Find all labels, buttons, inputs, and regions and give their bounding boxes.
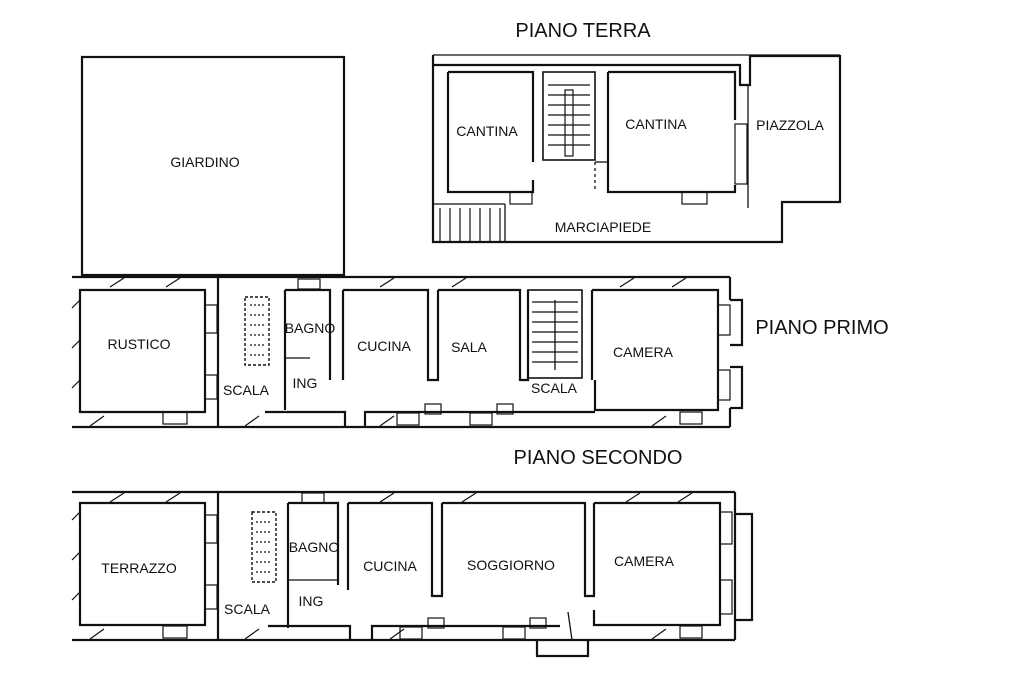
first-ing-label: ING: [293, 375, 318, 391]
ground-floor-plan: PIANO TERRA: [431, 20, 842, 244]
first-cucina-label: CUCINA: [357, 338, 411, 354]
ground-floor-title: PIANO TERRA: [515, 20, 651, 42]
first-scala-right-label: SCALA: [531, 380, 578, 396]
ground-cantina-right-label: CANTINA: [625, 116, 687, 132]
first-floor-title: PIANO PRIMO: [755, 317, 888, 339]
ground-floor-steps: [439, 208, 501, 242]
garden-area: GIARDINO: [80, 55, 346, 277]
first-rustico-label: RUSTICO: [108, 336, 171, 352]
second-camera-label: CAMERA: [614, 553, 675, 569]
ground-floor-stair-treads: [548, 84, 590, 146]
ground-marciapiede-label: MARCIAPIEDE: [555, 219, 651, 235]
second-soggiorno-label: SOGGIORNO: [467, 557, 555, 573]
ground-piazzola-label: PIAZZOLA: [756, 117, 824, 133]
second-scala-label: SCALA: [224, 601, 271, 617]
ground-cantina-left-label: CANTINA: [456, 123, 518, 139]
second-ing-label: ING: [299, 593, 324, 609]
second-cucina-label: CUCINA: [363, 558, 417, 574]
second-terrazzo-label: TERRAZZO: [101, 560, 177, 576]
second-floor-title: PIANO SECONDO: [514, 447, 683, 469]
first-scala-left-label: SCALA: [223, 382, 270, 398]
second-floor-plan: PIANO SECONDO: [71, 447, 754, 658]
first-sala-label: SALA: [451, 339, 487, 355]
first-floor-plan: PIANO PRIMO: [71, 275, 889, 429]
second-bagno-label: BAGNO: [289, 539, 340, 555]
first-camera-label: CAMERA: [613, 344, 674, 360]
first-floor-wall-hatching: [71, 277, 687, 427]
second-floor-wall-hatching: [71, 492, 693, 640]
garden-label: GIARDINO: [170, 154, 239, 170]
first-bagno-label: BAGNO: [285, 320, 336, 336]
